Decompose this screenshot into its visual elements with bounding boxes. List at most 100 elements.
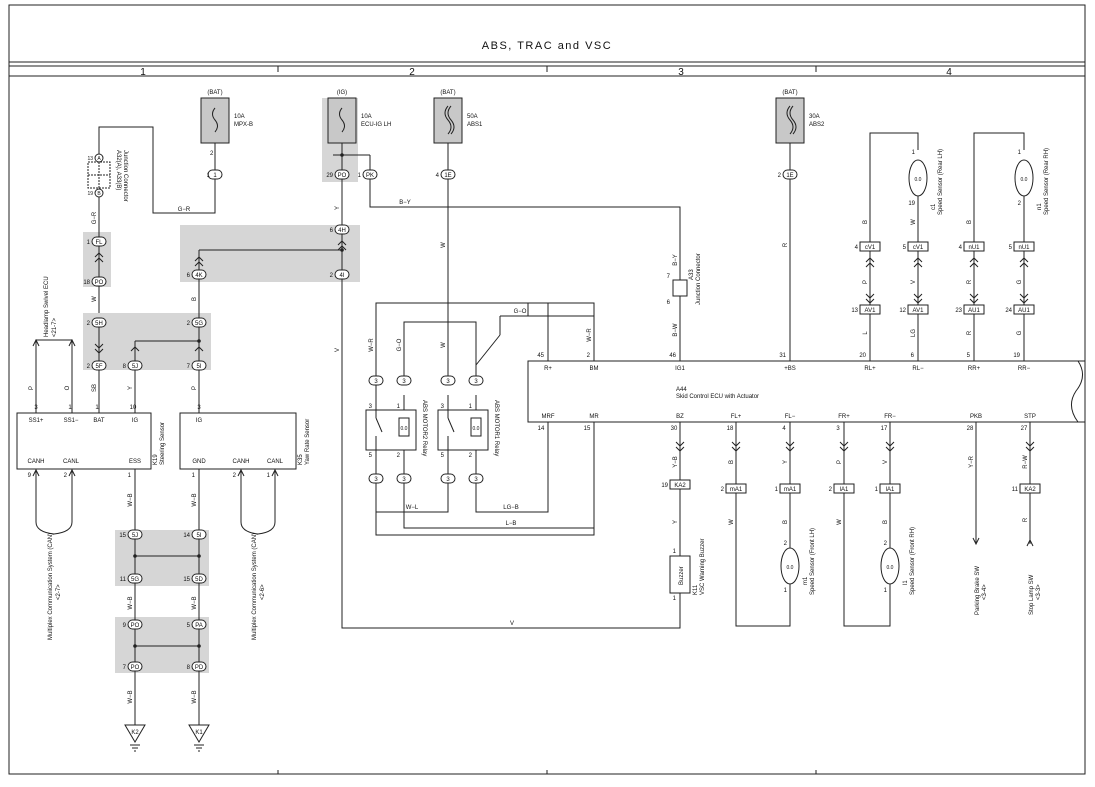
sensor-pin-name: IG [196,418,203,424]
ecu-pin-name: FR+ [838,414,850,420]
pin-number: 10 [130,405,137,411]
wire-color: B−W [673,323,679,337]
pin-number: 8 [187,665,191,671]
wire-color: W [92,296,98,302]
pin-number: 2 [884,541,888,547]
pin-number: 1 [1018,150,1022,156]
wire-color: W−B [192,493,198,506]
relay-coil-glyph: 0.0 [473,426,480,432]
pin-number: 2 [1018,201,1022,207]
wire-color: R [1023,517,1029,522]
pin-number: 7 [667,274,671,280]
pin-number: 2 [721,487,725,493]
wire-color: L−B [506,521,517,527]
pin-number: 1 [875,487,879,493]
connector-label: PO [131,623,140,629]
pin-number: 1 [469,404,473,410]
column-label: 2 [409,67,415,78]
wire-color: P [29,386,35,390]
connector-label: 3 [402,477,406,483]
connector-label: 3 [374,379,378,385]
ground-label: K2 [131,730,139,736]
speed-sensor-front-rh [880,547,900,585]
wire-color: W [837,519,843,525]
ecu-pin-name: RL+ [864,366,876,372]
pin-number: 2 [397,453,401,459]
connector-label: 5H [95,321,103,327]
spd-fl-code: m1 [803,576,809,585]
wire-color: B [729,460,735,464]
sensor-pin-name: CANH [27,459,44,465]
pin-number: 2 [233,473,237,479]
wire-color: P [192,386,198,390]
buzzer-code: K11 [693,584,699,595]
connector-label: 1E [444,173,451,179]
diagram-title: ABS, TRAC and VSC [482,40,612,52]
ground-label: K1 [195,730,203,736]
ecu-pin-name: R+ [544,366,552,372]
wire-color: Y−R [969,455,975,468]
ecu-pin-number: 15 [584,426,591,432]
pin-number: 11 [120,577,127,583]
pin-number: 6 [667,300,671,306]
connector-label: A [97,156,101,162]
connector-label: nU1 [1018,245,1030,251]
ecu-pin-name: RL− [912,366,924,372]
connector-label: 5J [132,364,138,370]
pin-number: 2 [829,487,833,493]
pin-number: 15 [183,577,190,583]
pin-number: 23 [955,308,962,314]
relay1-name: ABS MOTOR1 Relay [493,400,499,456]
ecu-pin-number: 17 [881,426,888,432]
pin-number: 2 [778,173,782,179]
sensor-pin-name: CANL [267,459,284,465]
pin-number: 1 [673,549,677,555]
connector-label: 3 [474,477,478,483]
wire-color: Y [783,460,789,464]
pin-number: 5 [1009,245,1013,251]
connector-label: 3 [446,477,450,483]
pin-number: 24 [1005,308,1012,314]
connector-label: cV1 [865,245,876,251]
ecu-pin-number: 19 [1013,353,1020,359]
steering-sensor-code: K19 [153,454,159,465]
sensor-pin-name: BAT [93,418,105,424]
connector-label: 5I [196,533,201,539]
column-label: 1 [140,67,146,78]
ecu-pin-number: 28 [967,426,974,432]
wire-color: P [837,460,843,464]
ecu-code: A44 [676,387,687,393]
spd-rr-name: Speed Sensor (Rear RH) [1044,148,1050,215]
ecu-pin-number: 18 [727,426,734,432]
parking-brake-ref: <3-4> [982,584,988,600]
ecu-pin-name: MRF [542,414,555,420]
wire-color: B [883,520,889,524]
connector-label: PO [338,173,347,179]
abs-motor1-relay [437,409,489,451]
mpx1-ref: <2-7> [56,584,62,600]
connector-label: 3 [374,477,378,483]
ecu-pin-number: 20 [859,353,866,359]
sensor-pin-name: SS1− [64,418,79,424]
pin-number: 2 [87,321,91,327]
wire-color: V [510,621,514,627]
column-label: 4 [946,67,952,78]
ecu-name: Skid Control ECU with Actuator [676,394,759,400]
wire-color: O [65,385,71,390]
ecu-pin-name: MR [589,414,599,420]
yaw-sensor-code: K35 [298,454,304,465]
ecu-pin-number: 31 [779,353,786,359]
connector-label: 3 [474,379,478,385]
wire-color: Y [335,206,341,210]
connector-label: 5D [195,577,203,583]
pin-number: 13 [851,308,858,314]
headlamp-ecu-name: Headlamp Swivel ECU [44,276,50,337]
connector-label: AU1 [1018,308,1030,314]
jc1-code: A32(A), A33(B) [115,150,121,190]
connector-label: AU1 [968,308,980,314]
sensor-pin-name: GND [192,459,206,465]
pin-number: 3 [34,405,38,411]
pin-number: 1 [128,473,132,479]
wire-color: L [863,331,869,335]
